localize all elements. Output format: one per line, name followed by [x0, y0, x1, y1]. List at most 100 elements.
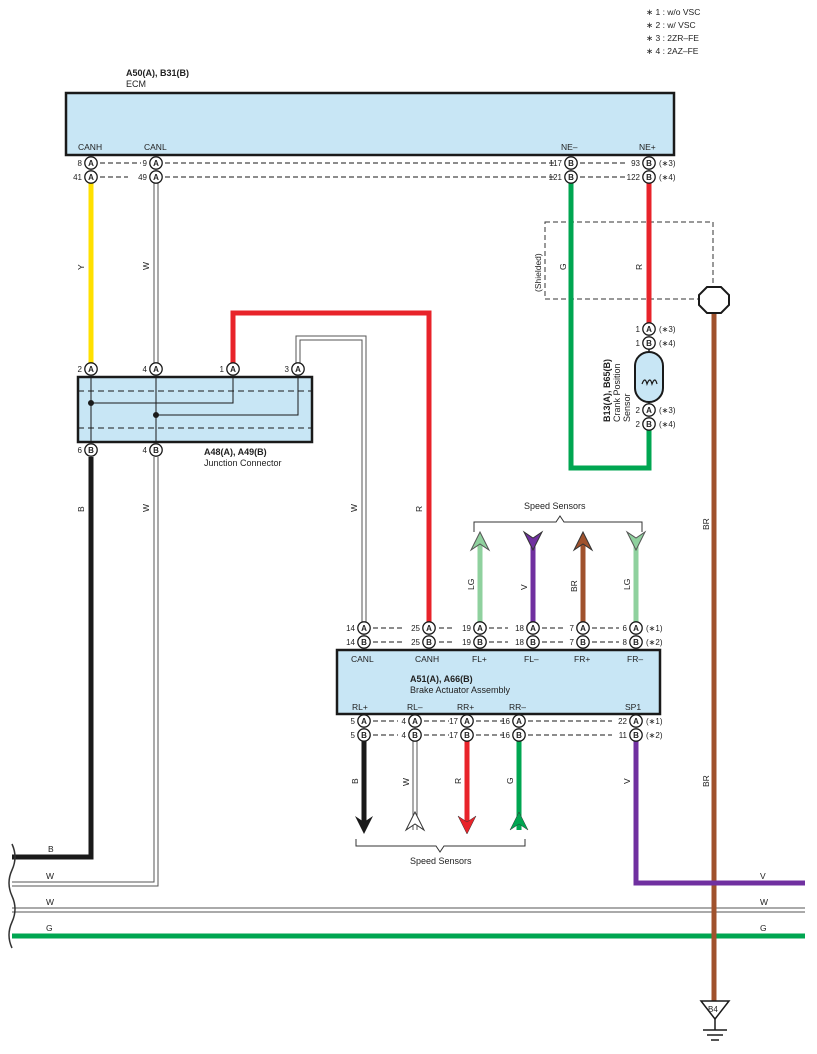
arrows	[355, 530, 647, 835]
ecm-box	[64, 91, 676, 157]
brake-name: Brake Actuator Assembly	[410, 685, 511, 695]
ecm-code: A50(A), B31(B)	[126, 68, 189, 78]
brake-code: A51(A), A66(B)	[410, 674, 473, 684]
arrow-down-b	[355, 816, 373, 834]
cond-crank-1a: (∗3)	[659, 325, 676, 334]
pin-bk-rlp-a-number: 5	[351, 717, 356, 726]
pin-bk-rlm-a-number: 4	[402, 717, 407, 726]
pin-bk-flp-a-circle	[473, 621, 487, 635]
wc-r-1: R	[414, 506, 424, 512]
pin-bk-canh-a-number: 25	[411, 624, 420, 633]
cond-ecm-c3: (∗3)	[659, 159, 676, 168]
wc-lg-2: LG	[622, 579, 632, 590]
pin-bk-frp-a-letter: A	[580, 624, 586, 633]
pin-jc-3-number: 3	[285, 365, 290, 374]
pin-bk-rrp-a-circle	[460, 714, 474, 728]
note-1: ∗ 1 : w/o VSC	[646, 7, 700, 17]
pin-ecm-canl-b-letter: A	[153, 173, 159, 182]
pin-bk-rrp-a-letter: A	[464, 717, 470, 726]
pin-ecm-neminus-a-circle	[564, 156, 578, 170]
brake-frm-label: FR–	[627, 654, 643, 664]
cond-bk-bot-c1: (∗1)	[646, 717, 663, 726]
pin-crank-1a-letter: A	[646, 325, 652, 334]
wc-w-4: W	[401, 778, 411, 786]
arrow-down-v	[522, 530, 544, 552]
pin-bk-rrp-a-number: 17	[449, 717, 458, 726]
pin-bk-canh-a-circle	[422, 621, 436, 635]
cond-bk-top-c1: (∗1)	[646, 624, 663, 633]
wire-b-bus	[12, 457, 94, 860]
pin-bk-rlm-b-circle	[408, 728, 422, 742]
crank-sensor-body	[634, 351, 664, 403]
pin-jc-b6-number: 6	[78, 446, 83, 455]
pin-bk-frm-b-letter: B	[633, 638, 639, 647]
wc-w-2: W	[141, 504, 151, 512]
pin-ecm-canl-a-circle	[149, 156, 163, 170]
shield-box	[544, 221, 714, 300]
pin-crank-1a-number: 1	[636, 325, 641, 334]
pin-ecm-neplus-b-number: 122	[627, 173, 641, 182]
brace-top	[473, 515, 643, 532]
junction-internal	[88, 377, 299, 442]
pin-bk-canh-b-number: 25	[411, 638, 420, 647]
wc-v-2: V	[622, 778, 632, 784]
brake-flp-label: FL+	[472, 654, 487, 664]
pin-jc-1-letter: A	[230, 365, 236, 374]
wire-color-labels: Y W B W W R G R BR BR LG V BR LG B W R G…	[46, 262, 768, 933]
arrow-down-lg	[625, 530, 647, 552]
wc-br-1: BR	[701, 518, 711, 530]
pin-ecm-neplus-b-circle	[642, 170, 656, 184]
pin-bk-flm-b-number: 18	[515, 638, 524, 647]
pin-ecm-canh-a-letter: A	[88, 159, 94, 168]
pin-crank-2b-number: 2	[636, 420, 641, 429]
wc-r-2: R	[634, 264, 644, 270]
pin-ecm-canh-a-number: 8	[78, 159, 83, 168]
pin-ecm-neminus-b-letter: B	[568, 173, 574, 182]
pin-bk-flm-a-circle	[526, 621, 540, 635]
pin-crank-2b-letter: B	[646, 420, 652, 429]
wire-g-ne	[568, 183, 652, 471]
pin-bk-frp-b-letter: B	[580, 638, 586, 647]
pin-ecm-neplus-a-letter: B	[646, 159, 652, 168]
pin-bk-frp-a-circle	[576, 621, 590, 635]
cond-bk-bot-c2: (∗2)	[646, 731, 663, 740]
pin-bk-flm-a-letter: A	[530, 624, 536, 633]
wire-w-can	[295, 335, 367, 622]
arrow-up-w	[404, 810, 426, 832]
pin-ecm-neplus-a-circle	[642, 156, 656, 170]
pin-bk-sp1-b-circle	[629, 728, 643, 742]
pin-crank-2a-circle	[642, 403, 656, 417]
pin-bk-frm-b-circle	[629, 635, 643, 649]
wc-br-3: BR	[569, 580, 579, 592]
pin-bk-rlm-b-letter: B	[412, 731, 418, 740]
arrow-up-br	[572, 530, 594, 552]
pin-crank-1b-number: 1	[636, 339, 641, 348]
cond-ecm-c4: (∗4)	[659, 173, 676, 182]
pin-bk-canl-a-circle	[357, 621, 371, 635]
pin-bk-canh-a-letter: A	[426, 624, 432, 633]
wc-y: Y	[76, 264, 86, 270]
brake-rlp-label: RL+	[352, 702, 368, 712]
note-2: ∗ 2 : w/ VSC	[646, 20, 696, 30]
pin-ecm-neminus-b-number: 121	[549, 173, 563, 182]
pin-bk-frm-a-circle	[629, 621, 643, 635]
cond-bk-top-c2: (∗2)	[646, 638, 663, 647]
pin-ecm-canl-b-number: 49	[138, 173, 147, 182]
pin-ecm-canh-b-circle	[84, 170, 98, 184]
wc-b-2: B	[350, 778, 360, 784]
cond-crank-1b: (∗4)	[659, 339, 676, 348]
pin-bk-rlp-a-letter: A	[361, 717, 367, 726]
pin-ecm-canh-b-number: 41	[73, 173, 82, 182]
pin-bk-rlp-a-circle	[357, 714, 371, 728]
brake-rlm-label: RL–	[407, 702, 423, 712]
brake-rrp-label: RR+	[457, 702, 474, 712]
pin-bk-frm-a-letter: A	[633, 624, 639, 633]
wc-lg-1: LG	[466, 579, 476, 590]
brake-frp-label: FR+	[574, 654, 590, 664]
junction-code: A48(A), A49(B)	[204, 447, 267, 457]
pin-bk-rrm-b-circle	[512, 728, 526, 742]
pin-bk-flp-b-number: 19	[462, 638, 471, 647]
pin-bk-flp-b-circle	[473, 635, 487, 649]
